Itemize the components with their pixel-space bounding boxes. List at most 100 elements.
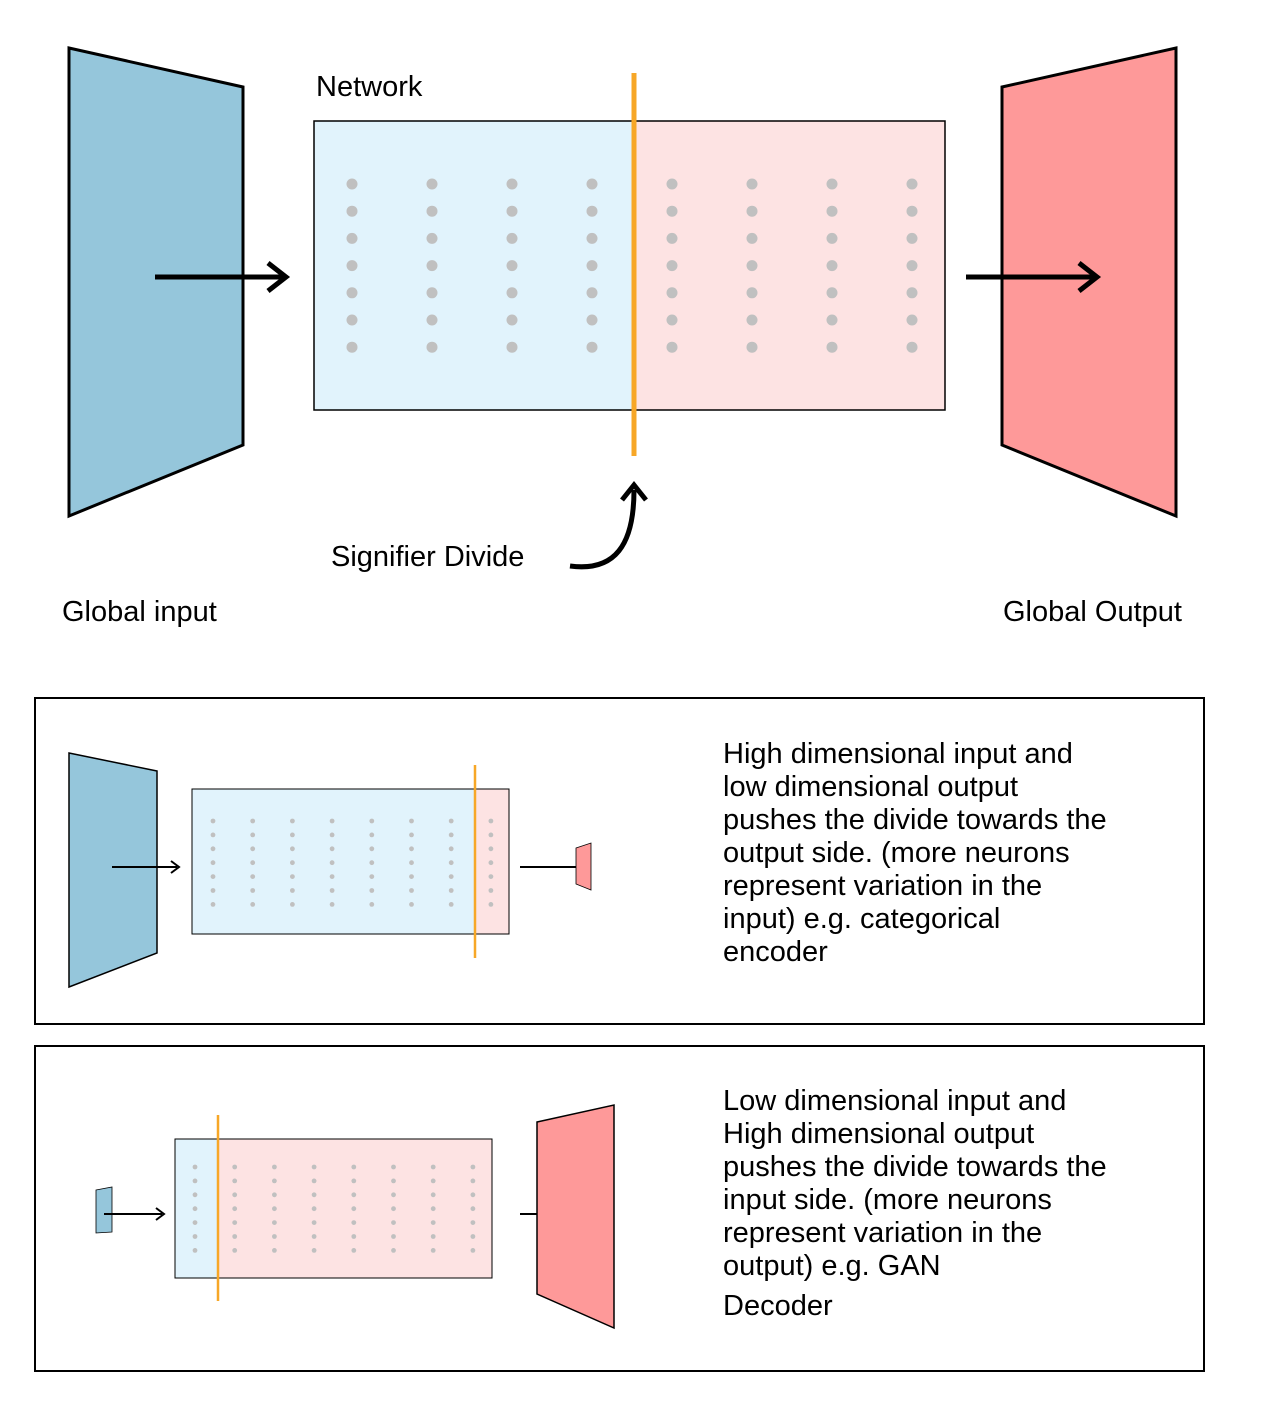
network-box: [313, 120, 946, 411]
neuron-dot: [192, 1220, 198, 1225]
neuron-dot: [746, 205, 758, 217]
neuron-dot: [506, 287, 518, 299]
panel2-line: High dimensional output: [723, 1118, 1035, 1150]
neuron-dot: [470, 1178, 476, 1184]
neuron-dot: [430, 1248, 436, 1253]
neuron-dot: [250, 818, 256, 824]
neuron-dot: [906, 341, 918, 353]
neuron-dot: [351, 1164, 357, 1170]
panel1-input-arrow: [112, 860, 181, 874]
neuron-dot: [448, 888, 454, 893]
neuron-dot: [272, 1178, 277, 1184]
neuron-dot: [232, 1234, 238, 1239]
neuron-dot: [272, 1206, 277, 1212]
neuron-dot: [586, 287, 598, 299]
neuron-dot: [272, 1220, 277, 1225]
neuron-dot: [210, 902, 216, 907]
neuron-dot: [430, 1234, 436, 1239]
neuron-dot: [210, 832, 216, 838]
neuron-dot: [391, 1192, 396, 1198]
neuron-dot: [826, 205, 838, 217]
neuron-dot: [826, 341, 838, 353]
neuron-dot: [488, 888, 494, 893]
neuron-dot: [391, 1178, 396, 1184]
neuron-dot: [426, 178, 438, 190]
neuron-dot: [426, 232, 438, 244]
neuron-dot: [232, 1164, 238, 1170]
neuron-dot: [586, 205, 598, 217]
neuron-dot: [426, 314, 438, 326]
neuron-dot: [369, 888, 375, 893]
neuron-dot: [311, 1192, 317, 1198]
neuron-dot: [409, 888, 414, 893]
neuron-dot: [746, 341, 758, 353]
neuron-dot: [506, 205, 518, 217]
neuron-dot: [426, 205, 438, 217]
neuron-dot: [906, 260, 918, 272]
neuron-dot: [192, 1234, 198, 1239]
panel1-line: High dimensional input and: [723, 738, 1073, 770]
panel1-line: encoder: [723, 936, 828, 968]
neuron-dot: [426, 341, 438, 353]
neuron-dot: [826, 178, 838, 190]
neuron-dot: [369, 874, 375, 879]
neuron-dot: [210, 846, 216, 852]
neuron-dot: [746, 287, 758, 299]
neuron-dot: [409, 902, 414, 907]
panel2-line: output) e.g. GAN: [723, 1250, 941, 1282]
neuron-dot: [351, 1220, 357, 1225]
neuron-dot: [488, 860, 494, 866]
neuron-dot: [329, 818, 335, 824]
neuron-dot: [210, 874, 216, 879]
panel2-output-shape: [536, 1104, 615, 1330]
neuron-dot: [351, 1248, 357, 1253]
neuron-dot: [826, 314, 838, 326]
neuron-dot: [346, 178, 358, 190]
neuron-dot: [666, 205, 678, 217]
neuron-dot: [906, 287, 918, 299]
neuron-dot: [311, 1248, 317, 1253]
neuron-dot: [430, 1220, 436, 1225]
neuron-dot: [448, 874, 454, 879]
neuron-dot: [426, 287, 438, 299]
neuron-dot: [250, 846, 256, 852]
neuron-dot: [409, 846, 414, 852]
neuron-dot: [430, 1178, 436, 1184]
neuron-dot: [250, 832, 256, 838]
neuron-dot: [586, 314, 598, 326]
neuron-dot: [290, 874, 295, 879]
neuron-dot: [430, 1192, 436, 1198]
neuron-dot: [346, 205, 358, 217]
neuron-dot: [470, 1220, 476, 1225]
neuron-dot: [470, 1234, 476, 1239]
neuron-dot: [409, 818, 414, 824]
input-arrow: [155, 261, 291, 293]
neuron-dot: [232, 1220, 238, 1225]
neuron-dot: [351, 1192, 357, 1198]
neuron-dot: [506, 260, 518, 272]
neuron-dot: [409, 860, 414, 866]
neuron-dot: [290, 832, 295, 838]
neuron-dot: [192, 1192, 198, 1198]
neuron-dot: [250, 860, 256, 866]
neuron-dot: [351, 1178, 357, 1184]
neuron-dot: [329, 888, 335, 893]
global-input-shape: [67, 46, 245, 519]
signifier-divide-label: Signifier Divide: [331, 541, 525, 573]
neuron-dot: [666, 178, 678, 190]
panel-encoder: [34, 697, 1205, 1025]
panel2-line: pushes the divide towards the: [723, 1151, 1107, 1183]
global-output-label: Global Output: [1003, 596, 1182, 628]
panel2-input-arrow: [104, 1207, 166, 1221]
neuron-dot: [329, 874, 335, 879]
neuron-dot: [210, 860, 216, 866]
neuron-dot: [430, 1164, 436, 1170]
network-neurons: [346, 178, 918, 353]
neuron-dot: [448, 818, 454, 824]
neuron-dot: [448, 860, 454, 866]
panel1-line: represent variation in the: [723, 870, 1043, 902]
neuron-dot: [346, 341, 358, 353]
neuron-dot: [192, 1248, 198, 1253]
neuron-dot: [826, 260, 838, 272]
neuron-dot: [346, 287, 358, 299]
